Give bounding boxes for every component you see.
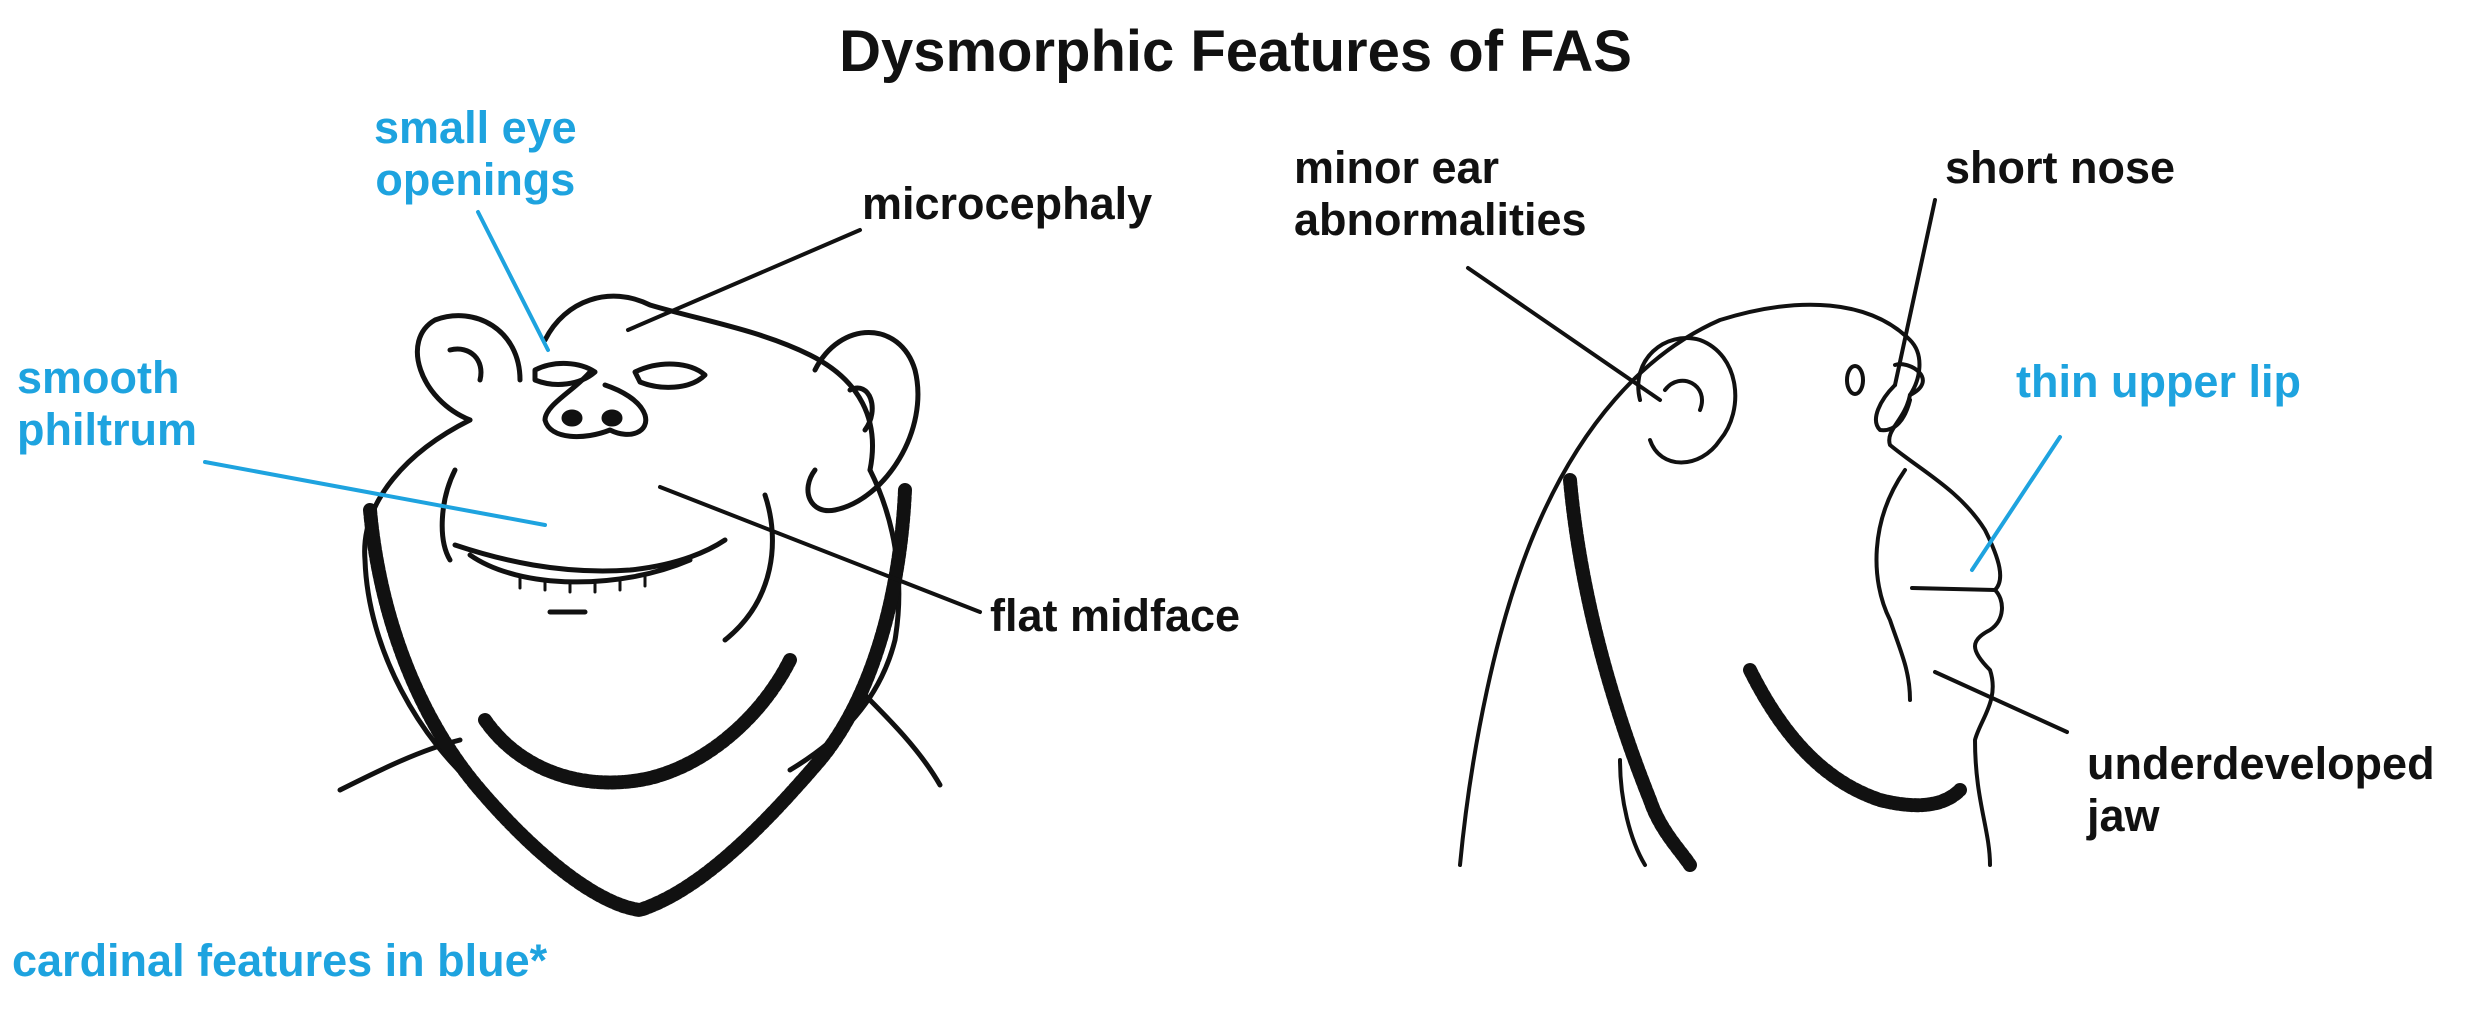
label-small-eye-openings: small eye openings: [374, 102, 577, 206]
side-inner-cheek: [1874, 468, 1912, 702]
side-nose: [1874, 383, 1912, 433]
pointer-lines: [203, 198, 2069, 734]
label-underdeveloped-jaw: underdeveloped jaw: [2087, 738, 2435, 842]
pointer-underdeveloped-jaw: [1933, 670, 2069, 734]
side-face-drawing: [1458, 302, 2004, 867]
label-smooth-philtrum: smooth philtrum: [17, 352, 197, 456]
pointer-smooth-philtrum: [203, 460, 547, 527]
label-short-nose: short nose: [1945, 142, 2175, 194]
label-line: minor ear: [1294, 142, 1500, 193]
label-line: flat midface: [990, 590, 1241, 641]
label-line: jaw: [2087, 790, 2160, 841]
label-line: short nose: [1945, 142, 2176, 193]
label-thin-upper-lip: thin upper lip: [2016, 356, 2301, 408]
side-beard: [1563, 473, 1967, 872]
label-line: underdeveloped: [2087, 738, 2435, 789]
front-face-outline: [362, 417, 483, 793]
pointer-small-eye: [476, 210, 550, 352]
footnote-cardinal-features: cardinal features in blue*: [12, 935, 547, 987]
diagram-title: Dysmorphic Features of FAS: [839, 19, 1632, 84]
label-microcephaly: microcephaly: [862, 178, 1152, 230]
side-eye: [1845, 364, 1865, 396]
front-left-ear: [415, 313, 523, 423]
pointer-flat-midface: [658, 485, 982, 614]
label-line: smooth: [17, 352, 180, 403]
label-minor-ear-abnormalities: minor ear abnormalities: [1294, 142, 1587, 246]
front-head-outline: [542, 293, 875, 473]
pointer-minor-ear: [1466, 266, 1662, 402]
label-line: small eye: [374, 102, 577, 153]
label-line: thin upper lip: [2016, 356, 2301, 407]
label-line: philtrum: [17, 404, 197, 455]
front-right-ear: [805, 330, 921, 514]
label-line: microcephaly: [862, 178, 1153, 229]
pointer-microcephaly: [626, 228, 862, 332]
side-neck: [1618, 758, 1647, 867]
label-line: cardinal features in blue*: [12, 935, 548, 986]
label-flat-midface: flat midface: [990, 590, 1240, 642]
front-beard: [363, 483, 912, 917]
pointer-thin-upper-lip: [1970, 435, 2062, 572]
label-line: abnormalities: [1294, 194, 1587, 245]
front-mouth: [452, 537, 728, 585]
front-left-eye: [532, 360, 598, 387]
label-line: openings: [375, 154, 576, 205]
front-face-drawing: [337, 293, 943, 793]
front-right-eye: [632, 361, 708, 390]
front-neck-right: [857, 687, 943, 788]
front-nose: [542, 369, 649, 440]
side-face-profile: [1887, 362, 2004, 867]
side-ear: [1636, 336, 1738, 465]
side-mouth: [1910, 586, 1997, 592]
side-head-outline: [1458, 302, 1922, 867]
pointer-short-nose: [1893, 198, 1937, 387]
